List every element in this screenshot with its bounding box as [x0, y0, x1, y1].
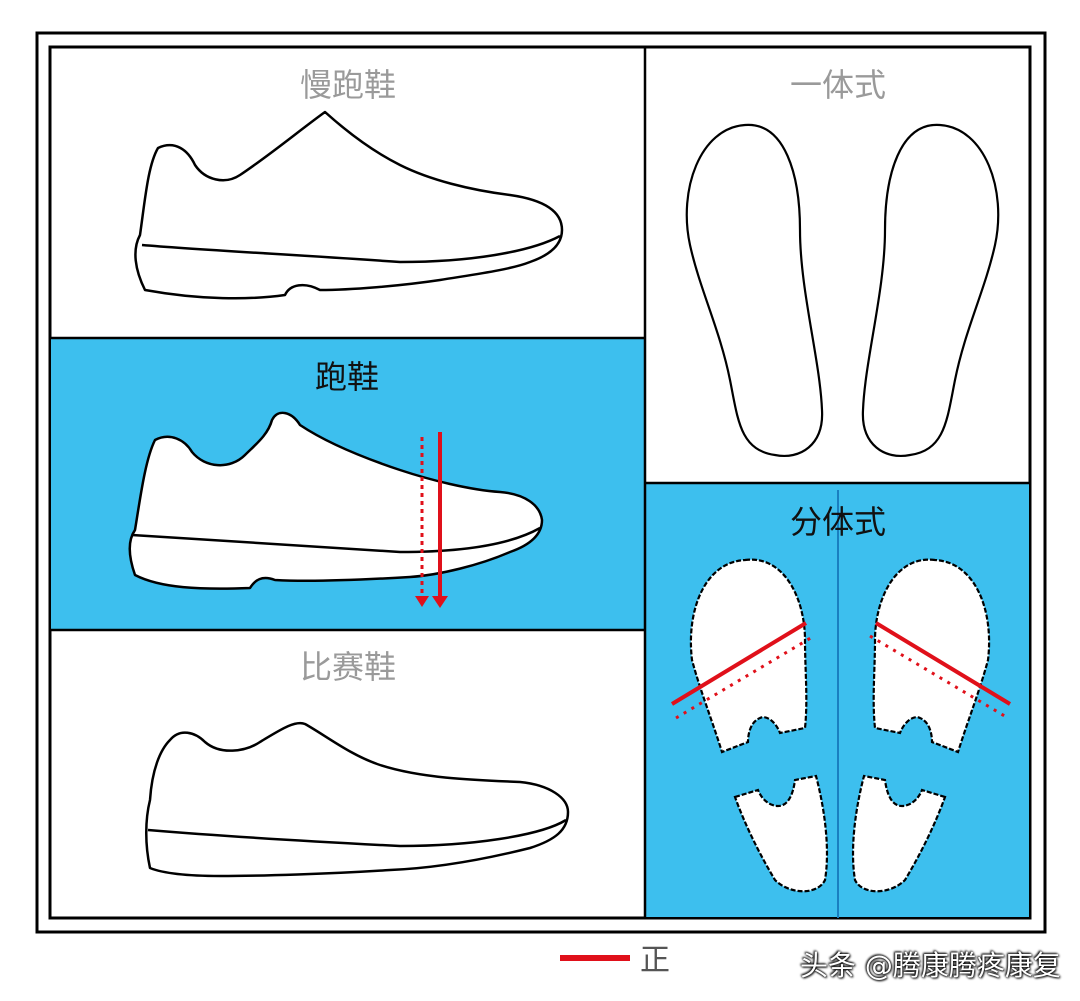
- one-piece-insoles-icon: [685, 123, 1000, 457]
- racing-shoe-icon: [145, 721, 570, 878]
- slow-running-shoe-title: 慢跑鞋: [300, 66, 396, 104]
- running-shoe-title: 跑鞋: [315, 358, 379, 396]
- one-piece-title: 一体式: [790, 66, 886, 104]
- outer-frame: [35, 31, 1047, 934]
- arrow-down-icon: [432, 596, 448, 608]
- legend-label: 正: [640, 943, 670, 978]
- slow-running-shoe-icon: [134, 110, 564, 300]
- split-insoles-icon: [670, 558, 1012, 893]
- racing-shoe-title: 比赛鞋: [300, 648, 396, 686]
- running-shoe-icon: [128, 411, 544, 608]
- watermark: 头条 @腾康腾疼康复: [800, 949, 1061, 982]
- flex-line-solid: [874, 621, 1012, 706]
- arrow-down-icon: [415, 596, 429, 607]
- flex-line-solid: [670, 621, 808, 706]
- split-title: 分体式: [790, 503, 886, 541]
